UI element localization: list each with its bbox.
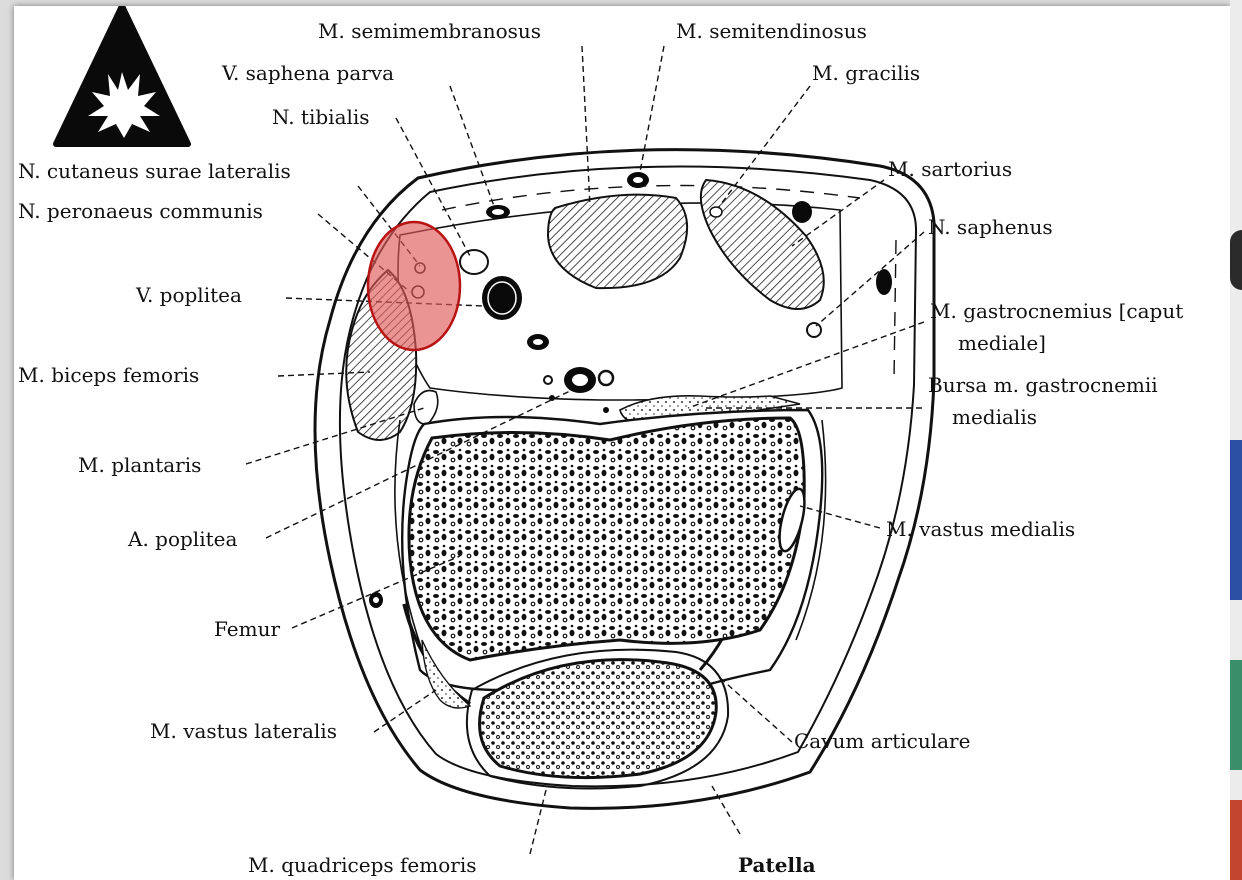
knee-cross-section-diagram: M. semimembranosus M. semitendinosus V. …: [14, 6, 1230, 880]
label-sartorius: M. sartorius: [888, 157, 1012, 181]
femur-bone: [409, 418, 804, 660]
label-semimembranosus: M. semimembranosus: [318, 19, 541, 43]
label-a-poplitea: A. poplitea: [127, 527, 237, 551]
label-bursa-2: medialis: [952, 405, 1037, 429]
label-quadriceps: M. quadriceps femoris: [248, 853, 477, 877]
label-saphena-parva: V. saphena parva: [221, 61, 394, 85]
label-femur: Femur: [214, 617, 280, 641]
label-cutaneus: N. cutaneus surae lateralis: [18, 159, 291, 183]
slide: M. semimembranosus M. semitendinosus V. …: [14, 6, 1230, 880]
explosion-warning-icon: [56, 6, 188, 144]
label-peronaeus: N. peronaeus communis: [18, 199, 263, 223]
label-patella: Patella: [738, 853, 816, 877]
label-v-poplitea: V. poplitea: [135, 283, 242, 307]
label-plantaris: M. plantaris: [78, 453, 201, 477]
label-vastus-medialis: M. vastus medialis: [886, 517, 1075, 541]
label-semitendinosus: M. semitendinosus: [676, 19, 867, 43]
label-gastrocnemius-2: mediale]: [958, 331, 1046, 355]
label-tibialis: N. tibialis: [272, 105, 370, 129]
label-vastus-lateralis: M. vastus lateralis: [150, 719, 337, 743]
label-gastrocnemius-1: M. gastrocnemius [caput: [930, 299, 1183, 323]
label-bursa-1: Bursa m. gastrocnemii: [928, 373, 1158, 397]
label-cavum-articulare: Cavum articulare: [794, 729, 970, 753]
label-biceps-femoris: M. biceps femoris: [18, 363, 199, 387]
n-saphenus: [807, 323, 821, 337]
n-tibialis: [460, 250, 488, 274]
label-gracilis: M. gracilis: [812, 61, 920, 85]
label-saphenus: N. saphenus: [928, 215, 1053, 239]
highlight-ellipse: [368, 222, 460, 350]
adjacent-window-edge: [1230, 0, 1242, 880]
